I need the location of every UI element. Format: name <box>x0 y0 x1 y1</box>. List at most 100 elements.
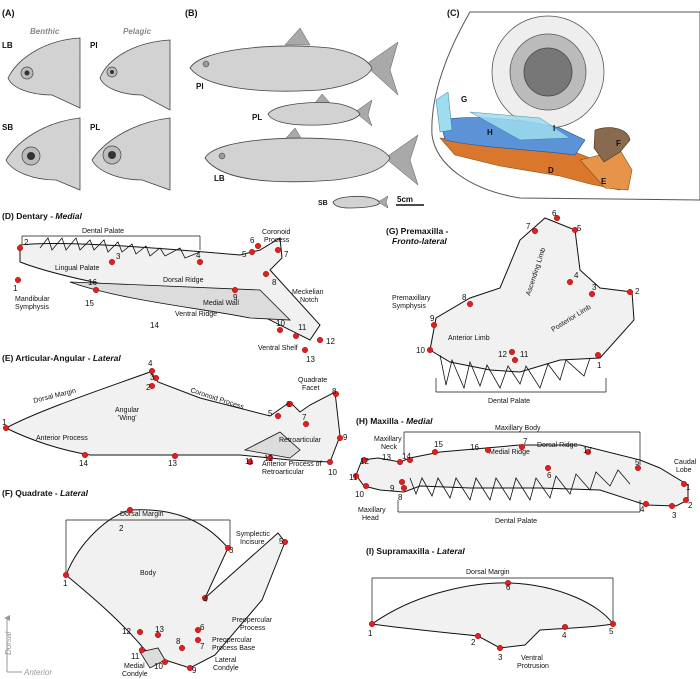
quadrate-brown <box>593 127 631 163</box>
h-maxillary-body: Maxillary Body <box>495 425 541 432</box>
svg-text:1: 1 <box>13 284 18 293</box>
panel-f-letter: (F) <box>2 488 13 498</box>
head-lb <box>7 37 81 109</box>
lb-label: LB <box>2 41 13 50</box>
svg-text:11: 11 <box>131 652 140 661</box>
svg-text:1: 1 <box>2 418 7 427</box>
svg-text:17: 17 <box>583 446 592 455</box>
f-body: Body <box>140 570 156 577</box>
svg-text:2: 2 <box>471 638 476 647</box>
svg-text:5: 5 <box>268 409 273 418</box>
svg-text:(G) Premaxilla -: (G) Premaxilla - <box>386 226 449 236</box>
svg-text:14: 14 <box>402 452 411 461</box>
svg-text:7: 7 <box>302 413 307 422</box>
svg-text:12: 12 <box>122 627 131 636</box>
fish-pi <box>189 27 399 96</box>
svg-text:1: 1 <box>597 361 602 370</box>
svg-text:6: 6 <box>250 236 255 245</box>
svg-text:1: 1 <box>368 629 373 638</box>
h-medial-ridge: Medial Ridge <box>489 449 530 456</box>
head-pi <box>99 39 171 111</box>
svg-text:8: 8 <box>332 387 337 396</box>
svg-text:9: 9 <box>430 314 435 323</box>
panel-h-title: Maxilla - <box>370 416 406 426</box>
svg-text:11: 11 <box>520 350 529 359</box>
svg-text:12: 12 <box>264 454 273 463</box>
panel-a: (A) Benthic Pelagic LB PI SB PL <box>2 8 171 191</box>
svg-text:6: 6 <box>506 583 511 592</box>
svg-text:12: 12 <box>326 337 335 346</box>
pelagic-label: Pelagic <box>123 27 152 36</box>
d-ventral-ridge: Ventral Ridge <box>175 311 217 318</box>
svg-text:8: 8 <box>272 278 277 287</box>
svg-text:(I) Supramaxilla - Lateral: (I) Supramaxilla - Lateral <box>366 546 465 556</box>
fish-pl-label: PL <box>252 113 262 122</box>
svg-text:(D) Dentary - Medial: (D) Dentary - Medial <box>2 211 82 221</box>
head-sb <box>5 117 81 191</box>
g-anterior-limb: Anterior Limb <box>448 335 490 342</box>
svg-text:5: 5 <box>609 627 614 636</box>
premaxilla-blue <box>435 91 453 133</box>
svg-text:10: 10 <box>154 662 163 671</box>
svg-text:4: 4 <box>203 595 208 604</box>
panel-b: (B) PI PL LB SB 5cm <box>185 8 424 209</box>
c-label-g: G <box>461 95 467 104</box>
c-label-i: I <box>553 124 555 133</box>
svg-text:2: 2 <box>635 287 640 296</box>
c-label-h: H <box>487 128 493 137</box>
articular-outline <box>4 371 341 463</box>
svg-text:11: 11 <box>298 323 307 332</box>
svg-text:11: 11 <box>349 473 358 482</box>
panel-a-letter: (A) <box>2 8 15 18</box>
svg-text:5: 5 <box>279 537 284 546</box>
svg-text:6: 6 <box>547 471 552 480</box>
svg-text:7: 7 <box>526 222 531 231</box>
panel-d-title: Dentary - <box>16 211 55 221</box>
sb-label: SB <box>2 123 13 132</box>
h-landmarks: 1 2 3 4 5 6 7 8 9 10 11 12 13 14 15 16 1… <box>349 437 693 520</box>
svg-text:4: 4 <box>574 271 579 280</box>
dorsal-axis-label: Dorsal <box>4 632 13 655</box>
svg-text:5: 5 <box>635 458 640 467</box>
panel-c-letter: (C) <box>447 8 460 18</box>
svg-text:10: 10 <box>276 319 285 328</box>
svg-text:4: 4 <box>196 251 201 260</box>
h-dental-palate: Dental Palate <box>495 518 537 525</box>
svg-text:13: 13 <box>306 355 315 364</box>
e-retroarticular: Retroarticular <box>279 437 322 444</box>
panel-h-letter: (H) <box>356 416 368 426</box>
svg-text:14: 14 <box>79 459 88 468</box>
pi-label: PI <box>90 41 98 50</box>
panel-c: (C) G H I F D E <box>431 8 700 201</box>
fish-pl <box>267 93 373 127</box>
svg-text:12: 12 <box>498 350 507 359</box>
svg-text:7: 7 <box>200 642 205 651</box>
quadrate-outline <box>65 509 286 669</box>
svg-text:15: 15 <box>85 299 94 308</box>
supramaxilla-outline <box>370 582 614 649</box>
g-landmarks: 1 2 3 4 5 6 7 8 9 10 11 12 <box>416 209 640 370</box>
benthic-label: Benthic <box>30 27 60 36</box>
panel-d: (D) Dentary - Medial Dental Palate Coron… <box>2 211 335 364</box>
panel-e: (E) Articular-Angular - Lateral Dorsal M… <box>2 353 348 477</box>
svg-text:5: 5 <box>577 224 582 233</box>
d-dental-palate: Dental Palate <box>82 228 124 235</box>
svg-text:10: 10 <box>416 346 425 355</box>
svg-text:11: 11 <box>245 457 254 466</box>
svg-text:3: 3 <box>498 653 503 662</box>
svg-text:9: 9 <box>390 484 395 493</box>
retroarticular-shade <box>243 431 301 459</box>
head-pl <box>91 117 171 191</box>
panel-e-view: Lateral <box>93 353 122 363</box>
panel-e-title: Articular-Angular - <box>15 353 92 363</box>
fish-sb <box>332 195 389 209</box>
